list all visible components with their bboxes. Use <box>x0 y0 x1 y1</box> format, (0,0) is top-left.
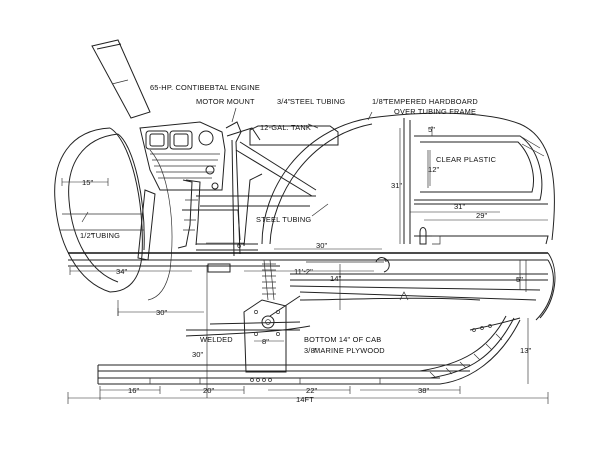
bottom-runners <box>97 315 521 385</box>
dim-30-left: 30" <box>156 308 167 317</box>
dim-16: 16" <box>128 386 139 395</box>
dimension-lines <box>61 107 549 404</box>
dim-14ft: 14FT <box>296 395 314 404</box>
dim-38: 38" <box>418 386 429 395</box>
dim-11-2: 11'-2" <box>294 267 313 276</box>
motor-mount-frame <box>182 121 317 257</box>
rudder-plate <box>243 299 287 382</box>
steel-tubing-top-label: STEEL TUBING <box>290 97 345 106</box>
bottom-cab-label: BOTTOM 14" OF CAB <box>304 335 381 344</box>
fuel-tank <box>249 125 339 146</box>
steel-tubing-mid-label: STEEL TUBING <box>256 215 311 224</box>
motor-mount-fraction: 3/4" <box>277 97 291 106</box>
clear-plastic-label: CLEAR PLASTIC <box>436 155 497 164</box>
dim-29: 29" <box>476 211 487 220</box>
hardboard-label-line2: OVER TUBING FRAME <box>394 107 476 116</box>
dim-34: 34" <box>116 267 127 276</box>
dim-22: 22" <box>306 386 317 395</box>
dim-13: 13" <box>520 346 531 355</box>
dim-31-vert: 31" <box>391 181 402 190</box>
deck-structure <box>196 243 409 301</box>
propeller-guard <box>54 127 173 301</box>
hardboard-label-line1: TEMPERED HARDBOARD <box>384 97 478 106</box>
dim-8: 8" <box>262 337 269 346</box>
engine <box>139 121 226 249</box>
plywood-fraction: 3/8" <box>304 346 318 355</box>
welded-label: WELDED <box>200 335 233 344</box>
motor-mount-label: MOTOR MOUNT <box>196 97 255 106</box>
hull <box>68 252 556 337</box>
cabin-shell <box>261 112 555 245</box>
tubing-fraction: 1/2" <box>80 231 94 240</box>
gas-tank-label: 12-GAL. TANK <box>260 123 311 132</box>
dim-30-top: 30" <box>316 241 327 250</box>
tubing-left-label: TUBING <box>91 231 120 240</box>
dim-31-horiz: 31" <box>454 202 465 211</box>
dim-15: 15" <box>82 178 93 187</box>
dimension-text: 15" 5" 31" 12" 31" 29" 6" 30" 34" 11'-2"… <box>82 125 531 404</box>
dim-20: 20" <box>203 386 214 395</box>
labels: 65-HP. CONTIBEBTAL ENGINE MOTOR MOUNT 3/… <box>80 83 497 355</box>
hardboard-fraction: 1/8" <box>372 97 386 106</box>
dim-12: 12" <box>428 165 439 174</box>
dim-5-right: 5" <box>516 275 523 284</box>
dim-6: 6" <box>237 241 244 250</box>
dim-14: 14" <box>330 274 341 283</box>
engine-label: 65-HP. CONTIBEBTAL ENGINE <box>150 83 260 92</box>
marine-plywood-label: MARINE PLYWOOD <box>314 346 385 355</box>
dim-5-top: 5" <box>428 125 435 134</box>
dim-30-vert: 30" <box>192 350 203 359</box>
